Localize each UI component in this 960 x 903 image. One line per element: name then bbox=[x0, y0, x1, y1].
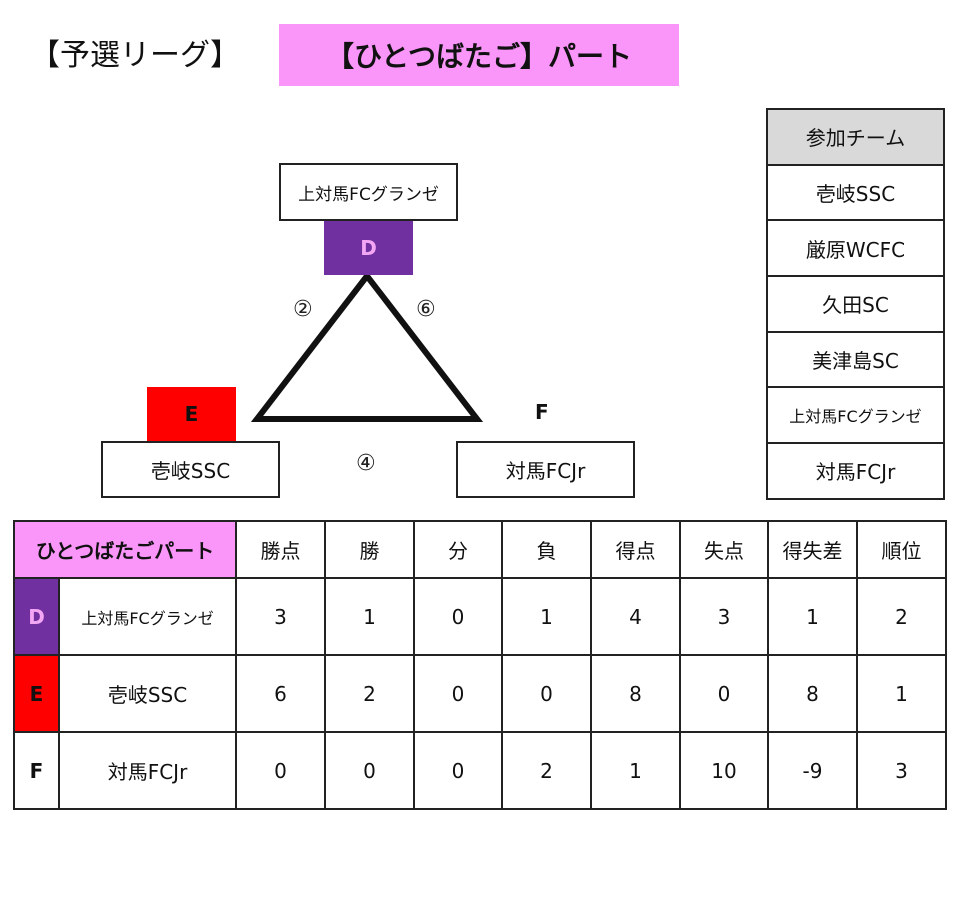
team-f-name: 対馬FCJr bbox=[456, 441, 635, 498]
table-cell: 1 bbox=[856, 654, 948, 733]
table-cell: 0 bbox=[324, 731, 416, 810]
column-header: 得点 bbox=[590, 520, 682, 579]
participant-item: 厳原WCFC bbox=[768, 221, 943, 278]
team-name: 壱岐SSC bbox=[57, 654, 238, 733]
team-e-name: 壱岐SSC bbox=[101, 441, 280, 498]
column-header: 順位 bbox=[856, 520, 948, 579]
participant-list: 参加チーム 壱岐SSC 厳原WCFC 久田SC 美津島SC 上対馬FCグランゼ … bbox=[766, 108, 945, 500]
table-cell: 3 bbox=[856, 731, 948, 810]
table-cell: 0 bbox=[501, 654, 593, 733]
participant-item: 久田SC bbox=[768, 277, 943, 333]
table-cell: 0 bbox=[413, 654, 504, 733]
table-cell: 0 bbox=[679, 654, 770, 733]
table-cell: 2 bbox=[324, 654, 416, 733]
match-triangle bbox=[250, 271, 484, 422]
team-letter: D bbox=[13, 577, 60, 656]
table-cell: 3 bbox=[679, 577, 770, 656]
table-cell: 0 bbox=[413, 577, 504, 656]
table-cell: -9 bbox=[767, 731, 859, 810]
team-name: 対馬FCJr bbox=[57, 731, 238, 810]
participant-list-header: 参加チーム bbox=[768, 110, 943, 166]
column-header: 勝点 bbox=[235, 520, 327, 579]
team-d-name: 上対馬FCグランゼ bbox=[279, 163, 458, 221]
table-cell: 1 bbox=[590, 731, 682, 810]
team-e-badge: E bbox=[147, 387, 236, 441]
table-cell: 0 bbox=[235, 731, 327, 810]
table-cell: 1 bbox=[324, 577, 416, 656]
team-f-label: F bbox=[535, 400, 549, 424]
table-row: F 対馬FCJr 0 0 0 2 1 10 -9 3 bbox=[13, 731, 948, 810]
column-header: 得失差 bbox=[767, 520, 859, 579]
table-row: D 上対馬FCグランゼ 3 1 0 1 4 3 1 2 bbox=[13, 577, 948, 656]
table-cell: 2 bbox=[856, 577, 948, 656]
table-cell: 6 bbox=[235, 654, 327, 733]
table-cell: 1 bbox=[501, 577, 593, 656]
table-cell: 4 bbox=[590, 577, 682, 656]
match-number-de: ② bbox=[293, 297, 313, 322]
standings-part-name: ひとつばたごパート bbox=[12, 520, 238, 579]
column-header: 勝 bbox=[324, 520, 416, 579]
team-letter: E bbox=[13, 654, 60, 733]
match-number-df: ⑥ bbox=[416, 297, 436, 322]
table-cell: 0 bbox=[413, 731, 504, 810]
participant-item: 対馬FCJr bbox=[768, 444, 943, 500]
team-name: 上対馬FCグランゼ bbox=[57, 577, 238, 656]
team-d-badge: D bbox=[324, 221, 413, 275]
participant-item: 上対馬FCグランゼ bbox=[768, 388, 943, 445]
table-cell: 8 bbox=[767, 654, 859, 733]
table-cell: 10 bbox=[679, 731, 770, 810]
table-cell: 2 bbox=[501, 731, 593, 810]
column-header: 分 bbox=[413, 520, 504, 579]
column-header: 失点 bbox=[679, 520, 770, 579]
table-cell: 8 bbox=[590, 654, 682, 733]
table-cell: 1 bbox=[767, 577, 859, 656]
column-header: 負 bbox=[501, 520, 593, 579]
table-cell: 3 bbox=[235, 577, 327, 656]
stage-title: 【予選リーグ】 bbox=[30, 38, 240, 73]
part-title: 【ひとつばたご】パート bbox=[279, 24, 679, 86]
standings-table: ひとつばたごパート 勝点 勝 分 負 得点 失点 得失差 順位 D 上対馬FCグ… bbox=[12, 520, 948, 810]
match-number-ef: ④ bbox=[356, 451, 376, 476]
participant-item: 美津島SC bbox=[768, 333, 943, 389]
participant-item: 壱岐SSC bbox=[768, 166, 943, 222]
standings-header-row: ひとつばたごパート 勝点 勝 分 負 得点 失点 得失差 順位 bbox=[12, 520, 948, 579]
team-letter: F bbox=[13, 731, 60, 810]
table-row: E 壱岐SSC 6 2 0 0 8 0 8 1 bbox=[13, 654, 948, 733]
